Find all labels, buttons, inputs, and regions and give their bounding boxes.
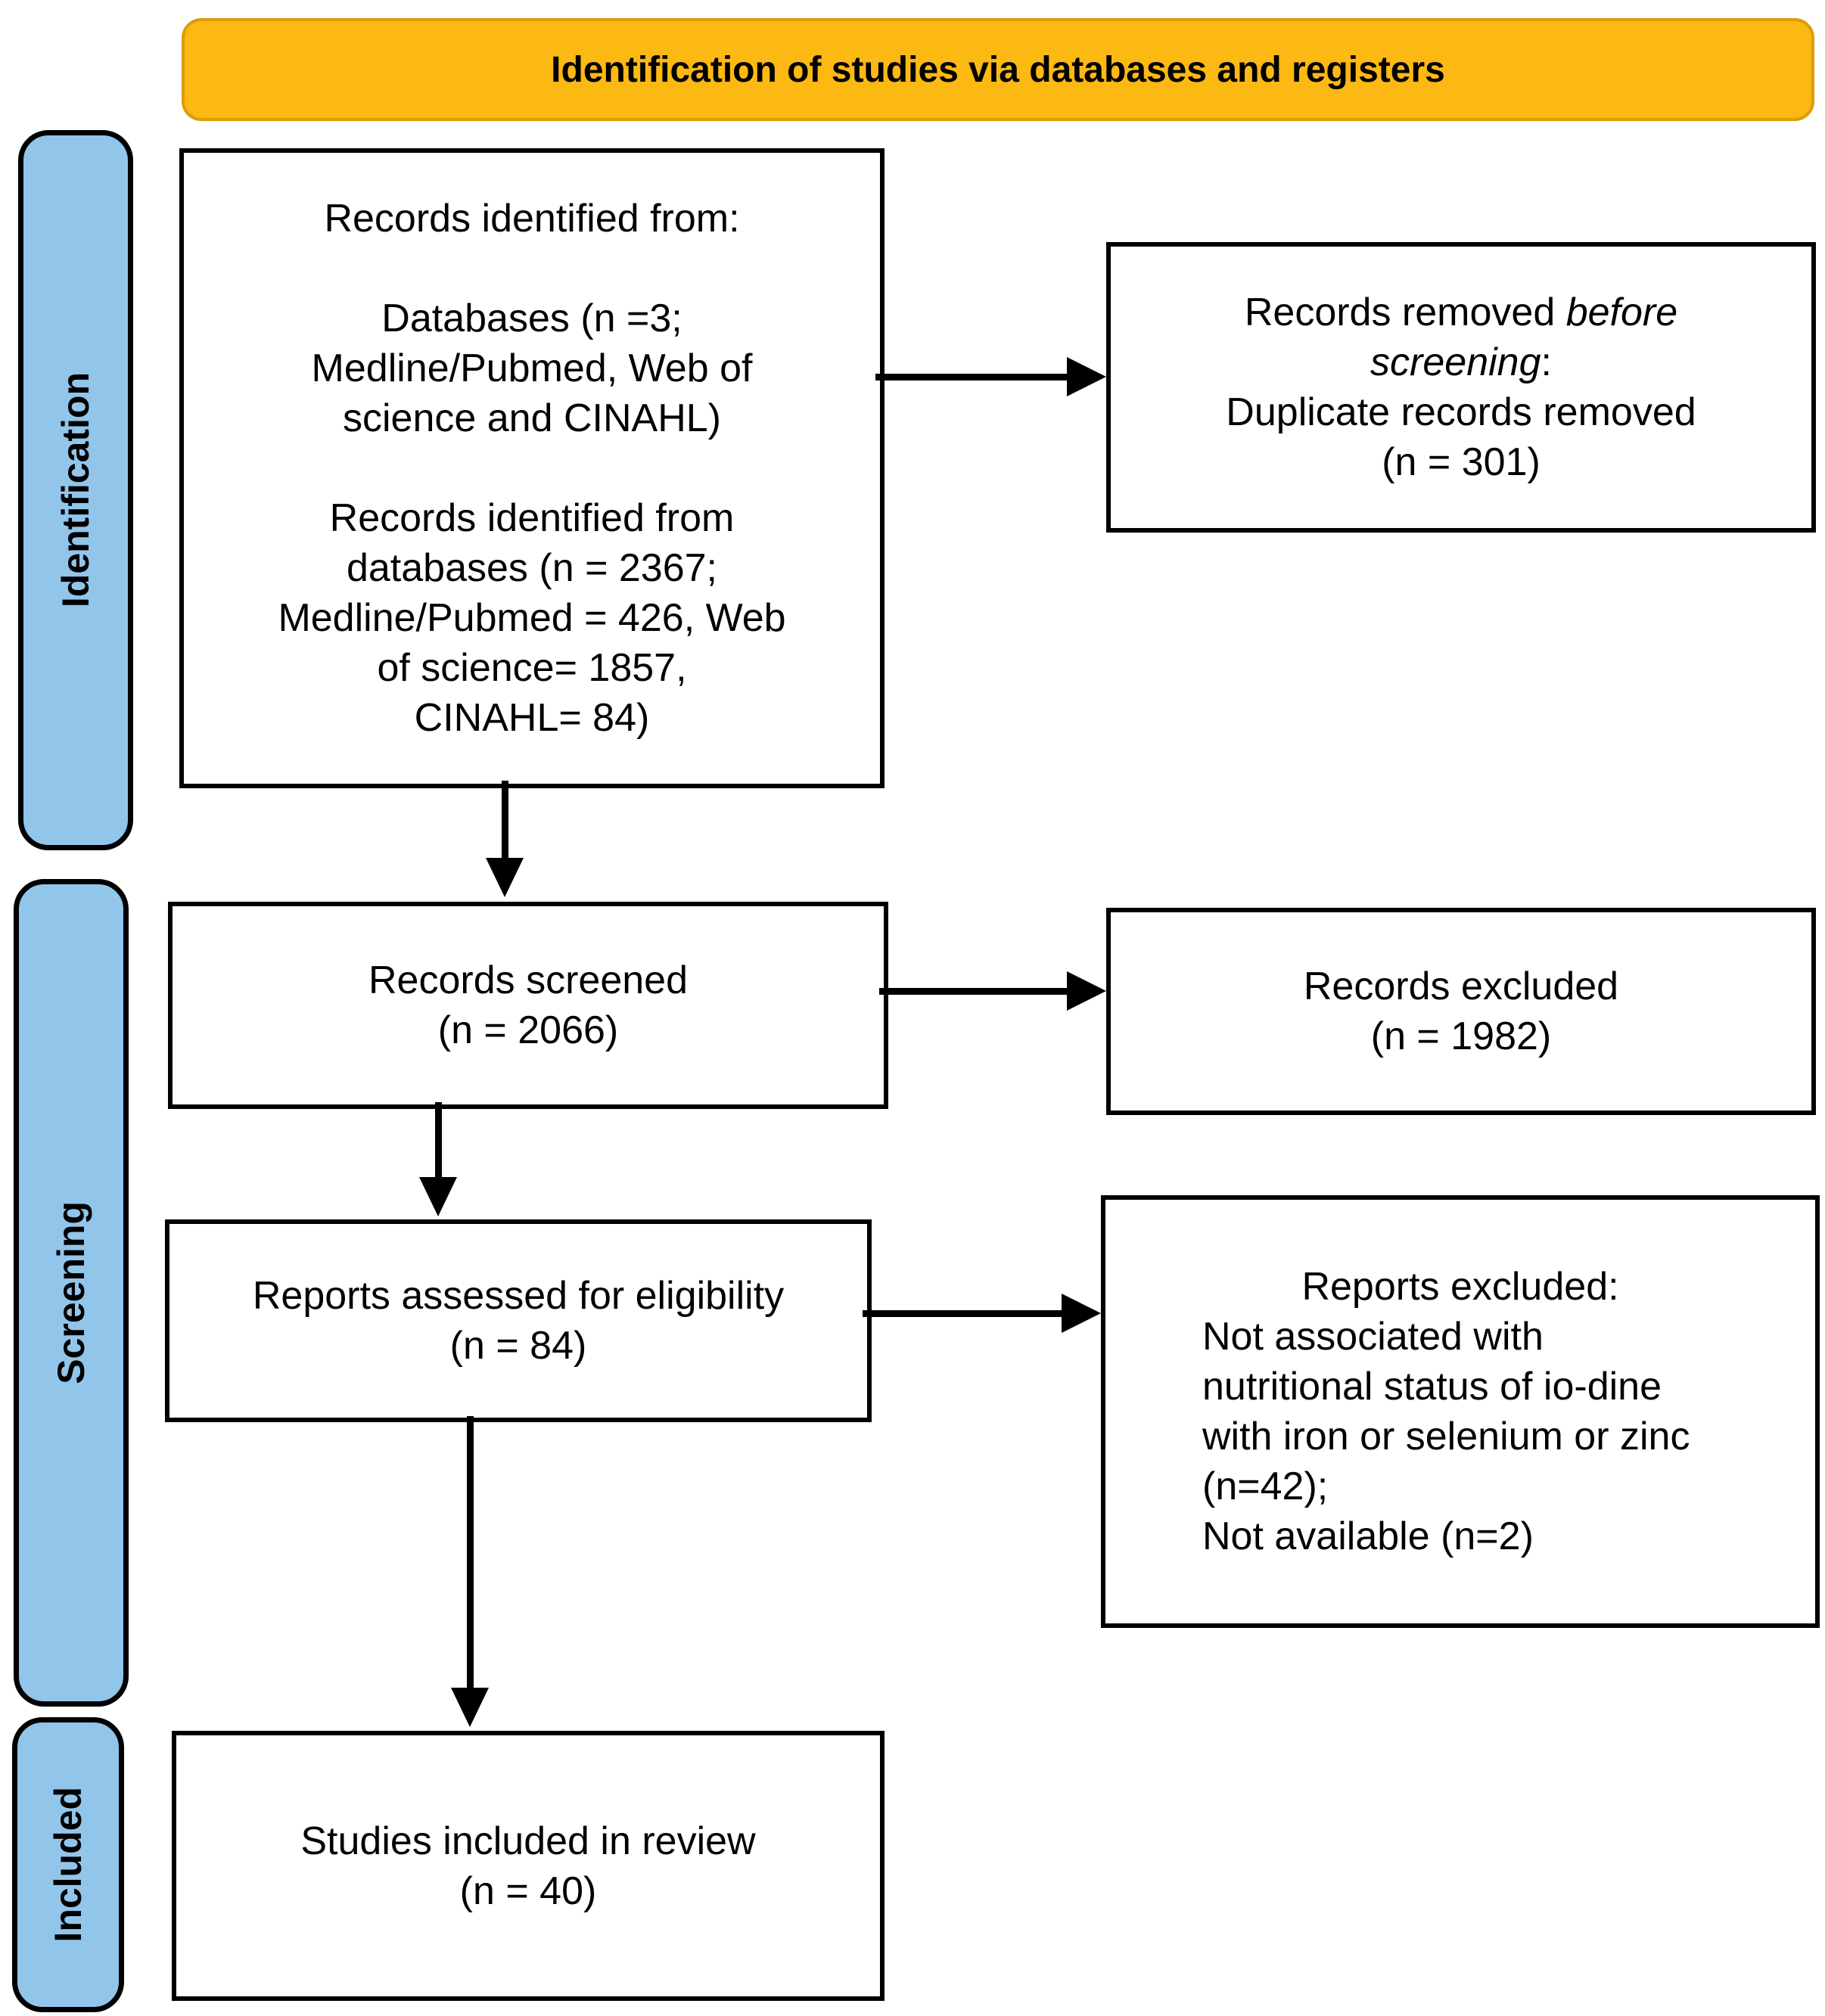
arrow-shaft [435,1102,442,1183]
records-identified-text: Records identified from: Databases (n =3… [184,194,880,743]
reports-excluded-text: Reports excluded: Not associated with nut… [1105,1262,1815,1561]
text-line: (n = 40) [459,1868,597,1913]
text-line: Records identified from: [324,197,740,241]
box-records-identified: Records identified from: Databases (n =3… [179,148,885,788]
text-line: Medline/Pubmed = 426, Web [278,596,786,640]
arrow-down-icon [447,1416,493,1727]
stage-label-identification: Identification [18,130,133,850]
arrow-head [1062,1294,1101,1333]
text-line: Records removed before [1111,287,1811,337]
text-run: : [1541,340,1552,384]
text-line: (n = 84) [449,1324,587,1368]
text-line: with iron or selenium or zinc [1202,1415,1690,1458]
stage-label-screening: Screening [14,879,129,1707]
arrow-right-icon [875,354,1106,400]
box-studies-included: Studies included in review (n = 40) [172,1731,885,2001]
text-line: (n=42); [1202,1465,1329,1508]
reports-excluded-title: Reports excluded: [1301,1265,1619,1309]
text-line: Studies included in review [300,1819,756,1863]
arrow-shaft [467,1416,474,1694]
arrow-head [486,858,524,897]
box-reports-excluded: Reports excluded: Not associated with nut… [1101,1195,1820,1628]
text-line: Not associated with [1202,1315,1544,1359]
italic-text: screening [1370,340,1541,384]
arrow-shaft [863,1310,1068,1317]
stage-label-included: Included [12,1717,124,2012]
box-records-removed: Records removed before screening: Duplic… [1106,242,1816,533]
diagram-title: Identification of studies via databases … [551,49,1445,90]
box-records-screened: Records screened (n = 2066) [168,902,888,1109]
box-records-excluded: Records excluded (n = 1982) [1106,908,1816,1115]
text-line: nutritional status of io-dine [1202,1365,1662,1409]
records-removed-text: Records removed before screening: Duplic… [1111,287,1811,487]
text-line: Not available (n=2) [1202,1514,1534,1558]
stage-label-text: Included [47,1787,89,1943]
text-line: screening: [1111,337,1811,387]
text-line [184,244,880,294]
studies-included-text: Studies included in review (n = 40) [176,1816,880,1916]
diagram-title-banner: Identification of studies via databases … [182,18,1814,121]
arrow-shaft [879,988,1074,995]
text-line: (n = 1982) [1370,1014,1552,1058]
box-reports-assessed: Reports assessed for eligibility (n = 84) [165,1219,872,1422]
arrow-down-icon [482,781,528,897]
text-line: Records excluded [1303,965,1619,1008]
text-line: (n = 2066) [437,1008,619,1052]
text-line: Databases (n =3; [381,297,682,340]
records-screened-text: Records screened (n = 2066) [173,955,884,1055]
text-line: Reports assessed for eligibility [252,1274,785,1318]
text-line: CINAHL= 84) [414,696,650,740]
text-line: Medline/Pubmed, Web of [311,346,753,390]
stage-label-text: Screening [50,1201,92,1384]
text-line: Duplicate records removed [1226,390,1696,434]
records-excluded-text: Records excluded (n = 1982) [1111,961,1811,1061]
reports-assessed-text: Reports assessed for eligibility (n = 84) [169,1271,867,1371]
arrow-head [419,1177,457,1216]
text-run: Records removed [1244,290,1566,334]
arrow-right-icon [863,1291,1101,1337]
arrow-shaft [875,374,1074,381]
arrow-head [451,1688,489,1727]
text-line [184,443,880,493]
arrow-down-icon [415,1102,462,1216]
text-line: of science= 1857, [377,646,687,690]
arrow-shaft [502,781,508,864]
arrow-head [1067,357,1106,396]
stage-label-text: Identification [54,372,97,608]
reports-excluded-reasons: Not associated with nutritional status of… [1105,1312,1815,1561]
text-line: Records identified from [329,496,735,540]
italic-text: before [1565,290,1678,334]
text-line: Records screened [368,958,688,1002]
text-line: (n = 301) [1382,440,1541,484]
text-line: science and CINAHL) [343,396,721,440]
text-line: databases (n = 2367; [346,546,718,590]
arrow-right-icon [879,968,1106,1014]
arrow-head [1067,971,1106,1011]
